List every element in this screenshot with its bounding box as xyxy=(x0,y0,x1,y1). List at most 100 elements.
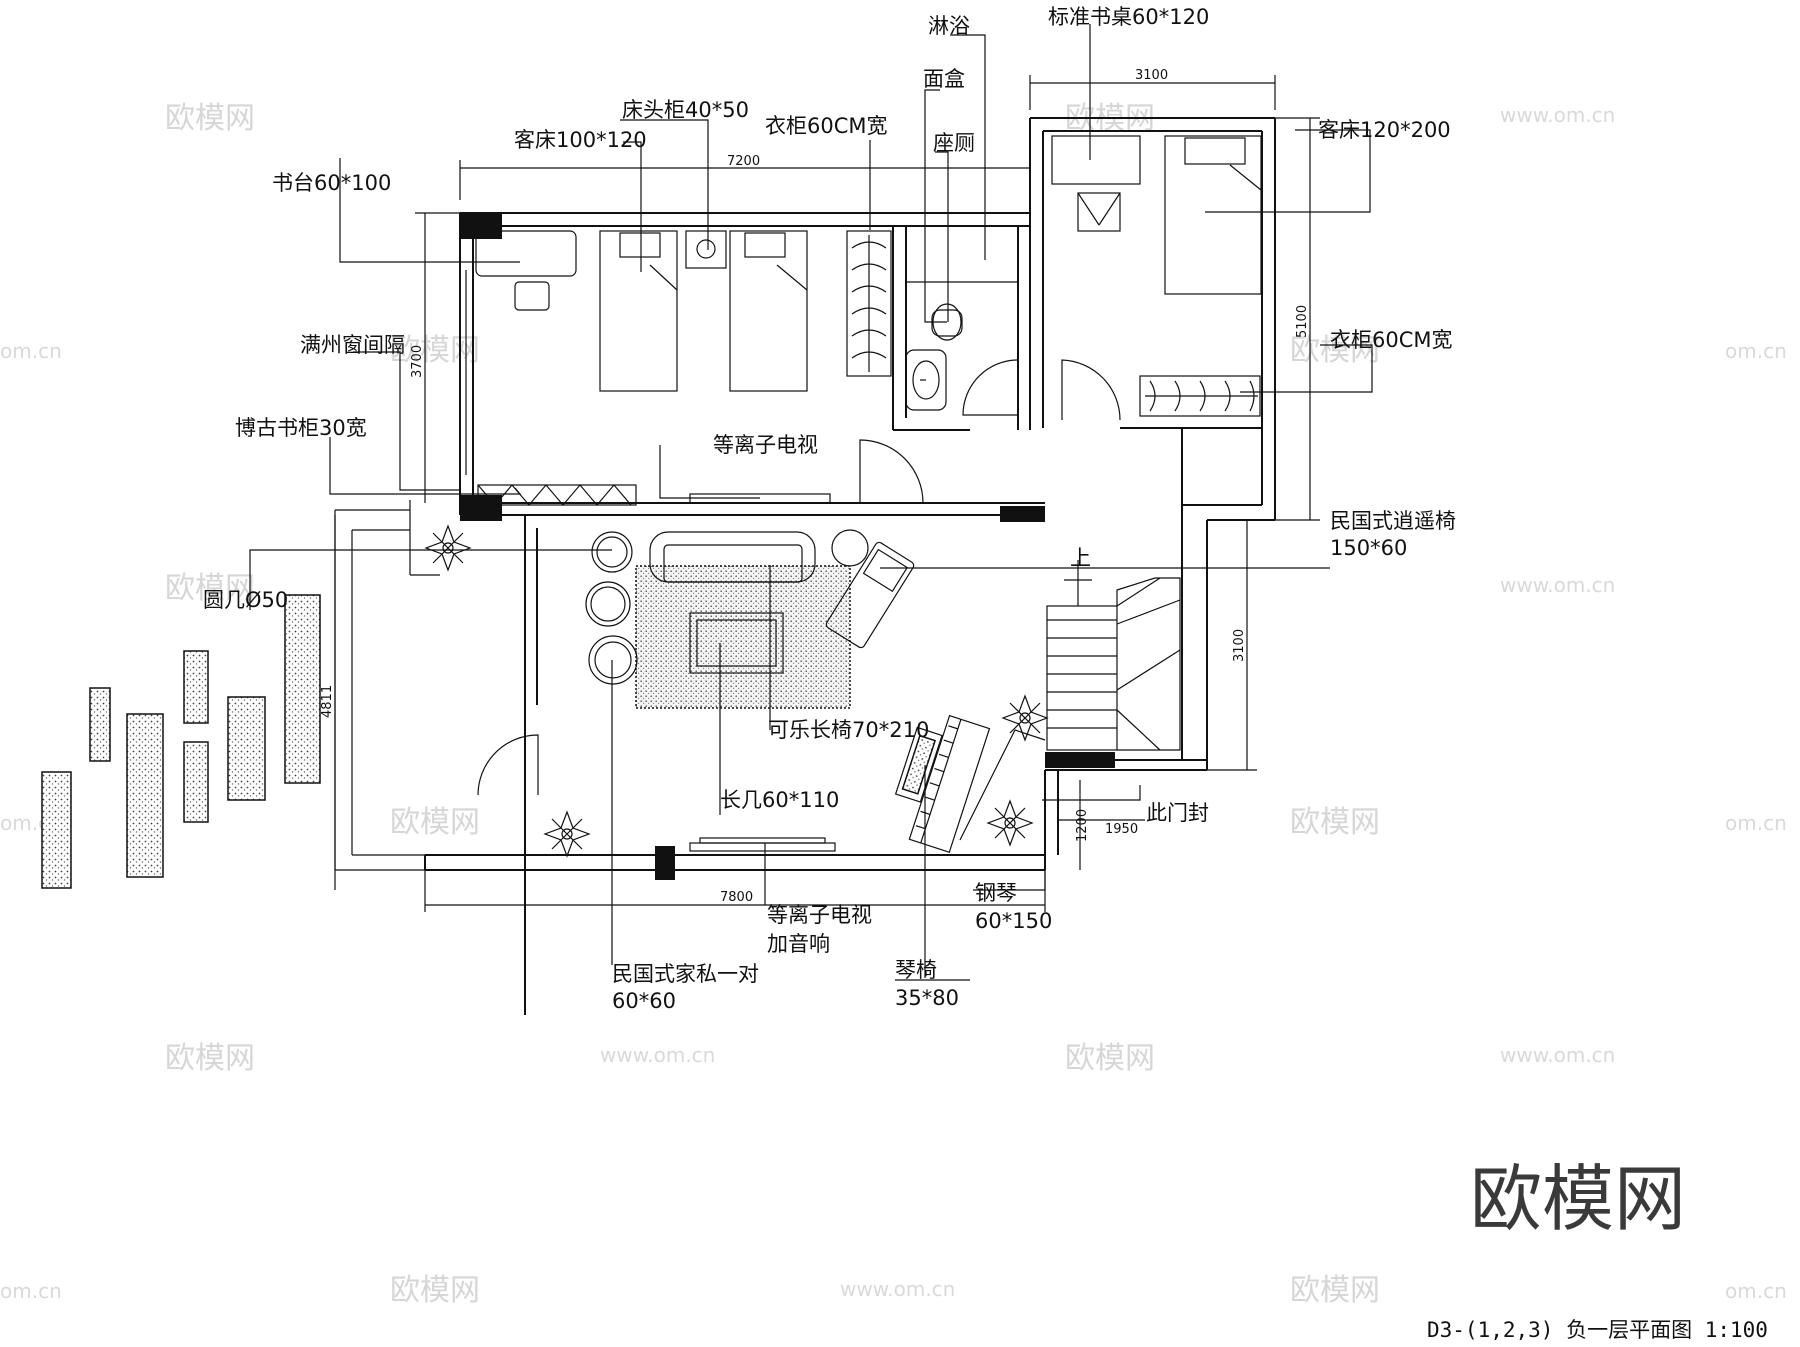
dim-1200: 1200 xyxy=(1075,809,1090,842)
watermark-brand: 欧模网 xyxy=(165,101,255,136)
label-guest-bed-large: 客床120*200 xyxy=(1318,118,1451,142)
desk-chair-right xyxy=(1077,192,1121,232)
chair-line xyxy=(1098,192,1121,226)
watermark-url: om.cn xyxy=(0,1279,62,1303)
door-swing-bath xyxy=(962,359,1019,416)
plant-icon xyxy=(543,810,591,858)
stepping-stone xyxy=(126,713,164,878)
dim-4811: 4811 xyxy=(320,685,335,718)
label-piano-bench-2: 35*80 xyxy=(895,986,959,1010)
staircase xyxy=(1046,560,1181,751)
easy-chair-frame xyxy=(825,541,915,649)
bed-pillow xyxy=(744,232,786,258)
bedside-cabinet xyxy=(685,230,727,269)
dimension-texts: 3100 7200 3700 5100 3100 4811 7800 1200 … xyxy=(320,68,1310,905)
watermark-brand: 欧模网 xyxy=(165,571,255,606)
piano-bench-frame xyxy=(894,726,943,803)
label-easy-chair-2: 150*60 xyxy=(1330,536,1407,560)
rug xyxy=(635,565,851,709)
stepping-stone xyxy=(183,741,209,823)
door-swing-living xyxy=(477,734,539,796)
armchair-1-inner xyxy=(590,586,626,622)
column-block xyxy=(1045,752,1115,768)
desk-chair xyxy=(514,281,550,311)
label-coffee-table: 长几60*110 xyxy=(720,788,839,812)
bed-fold xyxy=(1229,164,1262,191)
watermark-url: om.cn xyxy=(1725,811,1787,835)
guest-bed-1 xyxy=(599,230,678,392)
watermark-url: om.cn xyxy=(1725,1279,1787,1303)
label-furniture-pair-2: 60*60 xyxy=(612,989,676,1013)
plant-icon xyxy=(424,524,472,572)
labels: 淋浴 标准书桌60*120 面盒 座厕 床头柜40*50 衣柜60CM宽 客床1… xyxy=(203,5,1456,1013)
label-tv-lower-2: 加音响 xyxy=(767,932,830,956)
label-manchu-window: 满州窗间隔 xyxy=(300,333,405,357)
stepping-stone xyxy=(227,696,266,801)
watermark-brand: 欧模网 xyxy=(1290,1273,1380,1308)
watermark-brand: 欧模网 xyxy=(1065,1041,1155,1076)
leader-bedside xyxy=(620,119,709,250)
watermark-brand: 欧模网 xyxy=(390,805,480,840)
watermark-url: www.om.cn xyxy=(840,1277,955,1301)
standard-desk xyxy=(1051,135,1141,185)
basin-counter xyxy=(905,349,947,411)
leader-window xyxy=(353,351,460,491)
bathroom xyxy=(905,212,963,411)
plant-icon xyxy=(1001,694,1049,742)
label-basin: 面盒 xyxy=(923,67,965,91)
armchair-2-inner xyxy=(594,641,632,679)
column-block xyxy=(1000,506,1045,522)
piano-keys-edge xyxy=(920,719,962,844)
piano-lid-line xyxy=(1014,729,1046,741)
basin xyxy=(912,360,940,400)
label-furniture-pair-1: 民国式家私一对 xyxy=(612,962,759,986)
watermark-layer: 欧模网 欧模网 www.om.cn om.cn 欧模网 欧模网 om.cn 欧模… xyxy=(0,101,1787,1308)
plants xyxy=(424,524,1049,858)
label-tv-lower-1: 等离子电视 xyxy=(767,903,872,927)
dimension-lines xyxy=(334,75,1320,912)
dim-1950: 1950 xyxy=(1105,822,1138,837)
bedroom-left xyxy=(475,230,892,506)
watermark-url: www.om.cn xyxy=(1500,103,1615,127)
dim-7200: 7200 xyxy=(727,154,760,169)
leader-guest-bed xyxy=(623,141,642,272)
dim-3700: 3700 xyxy=(410,345,425,378)
watermark-url: www.om.cn xyxy=(1500,573,1615,597)
wardrobe-top xyxy=(846,230,892,377)
leader-piano xyxy=(973,870,1046,891)
bedroom-right xyxy=(1051,135,1262,417)
leader-toilet xyxy=(935,151,949,322)
sofa-seat xyxy=(663,544,803,583)
easy-chair xyxy=(825,541,915,649)
leader-wardrobe-right xyxy=(1240,344,1373,393)
watermark-url: www.om.cn xyxy=(600,1043,715,1067)
label-toilet: 座厕 xyxy=(933,131,975,155)
stepping-stones xyxy=(41,594,321,889)
brand-logo: 欧模网 xyxy=(1470,1157,1686,1241)
chair-line xyxy=(1077,192,1100,226)
stair-landing-lines xyxy=(1116,577,1181,751)
plant-icon xyxy=(986,799,1034,847)
label-piano-1: 钢琴 xyxy=(975,881,1017,905)
label-plasma-tv-upper: 等离子电视 xyxy=(713,433,818,457)
coffee-table-inner xyxy=(696,619,777,667)
column-block xyxy=(460,495,502,521)
label-piano-bench-1: 琴椅 xyxy=(895,958,937,982)
label-stair-up: 上 xyxy=(1070,546,1091,570)
watermark-url: om.cn xyxy=(0,339,62,363)
dim-3100-top: 3100 xyxy=(1135,68,1168,83)
stepping-stone xyxy=(183,650,209,724)
toilet-tank xyxy=(931,309,963,337)
leader-tv-upper xyxy=(659,445,760,499)
wardrobe-right xyxy=(1139,375,1261,417)
bed-pillow xyxy=(1184,137,1246,165)
leader-seal-door xyxy=(1042,785,1141,801)
label-desk: 书台60*100 xyxy=(272,171,391,195)
label-wardrobe-right: 衣柜60CM宽 xyxy=(1330,328,1453,352)
label-standard-desk: 标准书桌60*120 xyxy=(1048,5,1209,29)
watermark-url: www.om.cn xyxy=(1500,1043,1615,1067)
bed-fold xyxy=(649,264,678,291)
label-guest-bed-small: 客床100*120 xyxy=(514,128,647,152)
watermark-brand: 欧模网 xyxy=(165,1041,255,1076)
label-easy-chair-1: 民国式逍遥椅 xyxy=(1330,509,1456,533)
